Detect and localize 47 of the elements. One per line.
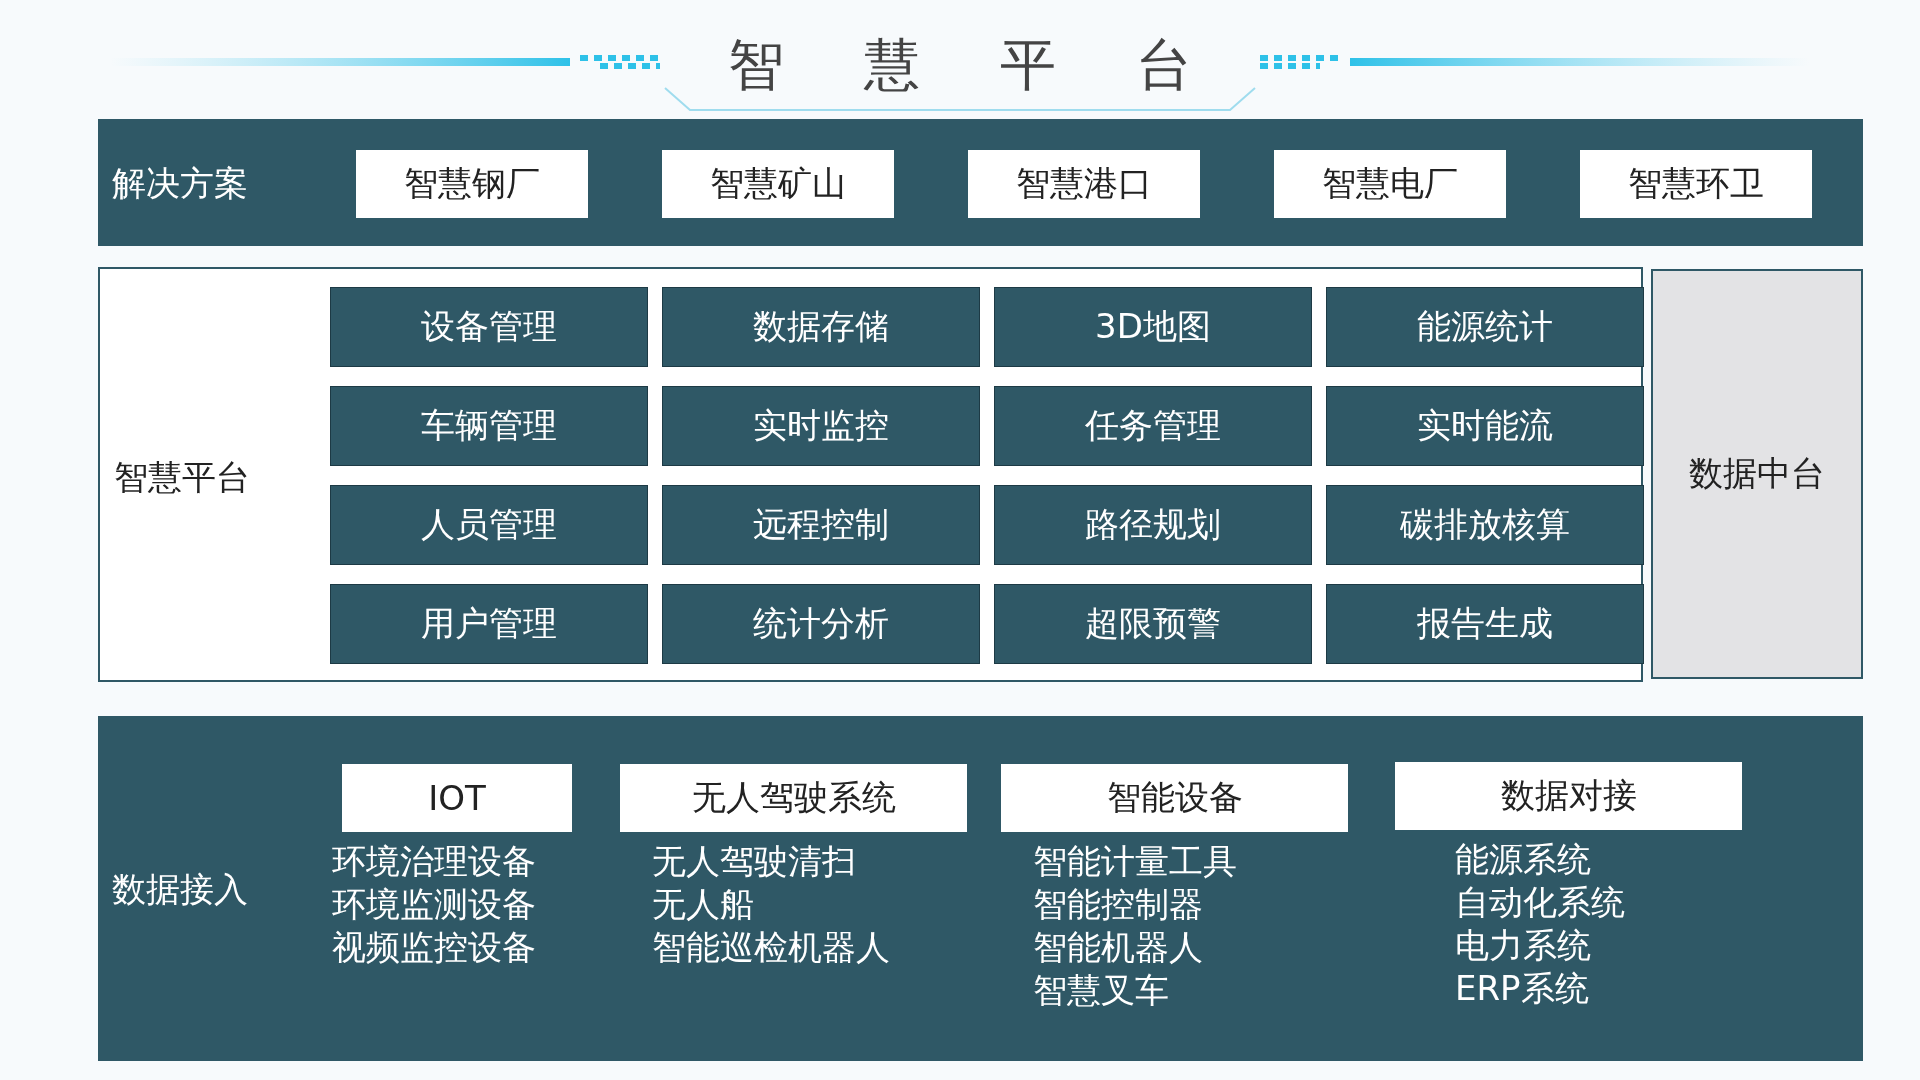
layer-label: 智慧平台 <box>114 455 250 499</box>
list-item: 智能巡检机器人 <box>652 926 890 969</box>
function-tile: 实时监控 <box>662 386 980 466</box>
list-item: 环境治理设备 <box>332 840 536 883</box>
list-item: ERP系统 <box>1455 967 1590 1010</box>
function-tile: 统计分析 <box>662 584 980 664</box>
category-tile: 智能设备 <box>1001 764 1348 832</box>
list-item: 无人船 <box>652 883 755 926</box>
function-tile: 超限预警 <box>994 584 1312 664</box>
list-item: 能源系统 <box>1455 838 1592 881</box>
function-tile: 车辆管理 <box>330 386 648 466</box>
function-tile: 碳排放核算 <box>1326 485 1644 565</box>
list-item: 视频监控设备 <box>332 926 536 969</box>
layer-label: 解决方案 <box>112 161 248 205</box>
list-item: 智慧叉车 <box>1033 969 1170 1012</box>
category-tile: 智慧钢厂 <box>356 150 588 218</box>
list-item: 电力系统 <box>1455 924 1592 967</box>
category-tile: 智慧电厂 <box>1274 150 1506 218</box>
category-tile: 智慧矿山 <box>662 150 894 218</box>
layer-panel <box>98 267 1643 682</box>
function-tile: 能源统计 <box>1326 287 1644 367</box>
list-item: 自动化系统 <box>1455 881 1625 924</box>
layer-label: 数据接入 <box>112 867 248 911</box>
function-tile: 任务管理 <box>994 386 1312 466</box>
layer-band <box>98 119 1863 246</box>
page-title: 智慧平台 <box>727 31 1273 99</box>
list-item: 智能控制器 <box>1033 883 1204 926</box>
function-tile: 路径规划 <box>994 485 1312 565</box>
function-tile: 数据存储 <box>662 287 980 367</box>
list-item: 无人驾驶清扫 <box>652 840 857 883</box>
function-tile: 设备管理 <box>330 287 648 367</box>
layer-band <box>98 716 1863 1061</box>
category-tile: IOT <box>342 764 572 832</box>
function-tile: 远程控制 <box>662 485 980 565</box>
category-tile: 智慧港口 <box>968 150 1200 218</box>
data-hub-panel: 数据中台 <box>1651 269 1863 679</box>
list-item: 环境监测设备 <box>332 883 536 926</box>
function-tile: 3D地图 <box>994 287 1312 367</box>
function-tile: 用户管理 <box>330 584 648 664</box>
function-tile: 实时能流 <box>1326 386 1644 466</box>
function-tile: 人员管理 <box>330 485 648 565</box>
list-item: 智能机器人 <box>1033 926 1204 969</box>
list-item: 智能计量工具 <box>1033 840 1237 883</box>
category-tile: 数据对接 <box>1395 762 1742 830</box>
category-tile: 智慧环卫 <box>1580 150 1812 218</box>
function-tile: 报告生成 <box>1326 584 1644 664</box>
category-tile: 无人驾驶系统 <box>620 764 967 832</box>
